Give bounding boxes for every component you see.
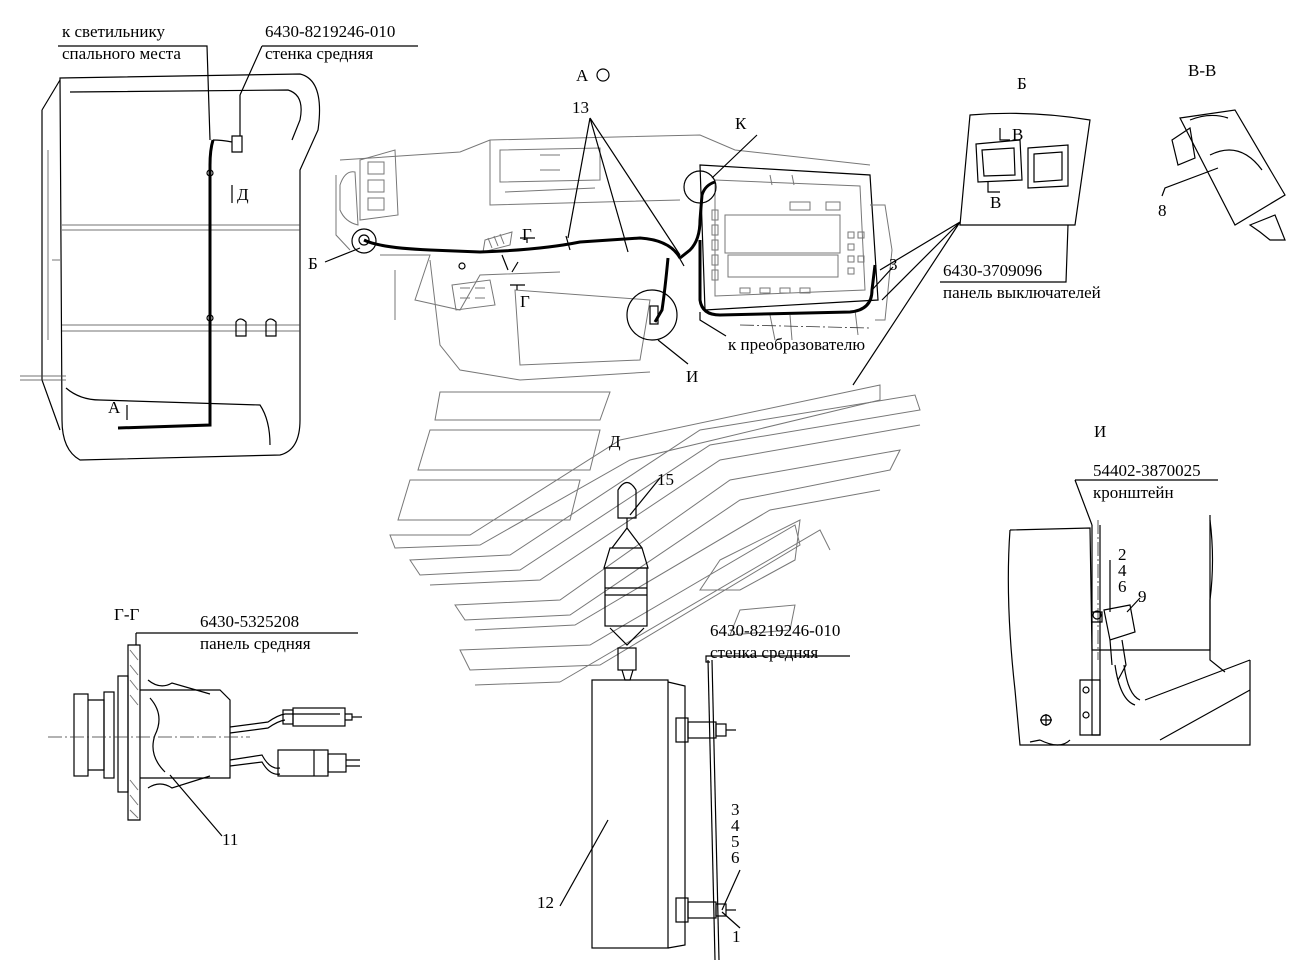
- label-callout-g-top: Г: [522, 225, 532, 244]
- label-callout-4-i: 4: [1118, 561, 1127, 580]
- label-switch-panel-name: панель выключателей: [943, 283, 1101, 302]
- label-callout-8: 8: [1158, 201, 1167, 220]
- label-callout-b-left: Б: [308, 254, 318, 273]
- label-wall-part-bottom: 6430-8219246-010: [710, 621, 840, 640]
- label-sleeper-light-2: спального места: [62, 44, 181, 63]
- label-bracket-part: 54402-3870025: [1093, 461, 1201, 480]
- label-bracket-name: кронштейн: [1093, 483, 1174, 502]
- label-view-b-title: Б: [1017, 74, 1027, 93]
- label-callout-3-d: 3: [731, 800, 740, 819]
- view-b-switch-panel: [852, 112, 1091, 386]
- label-view-a: А: [576, 66, 589, 85]
- label-callout-15: 15: [657, 470, 674, 489]
- label-sleeper-light-1: к светильнику: [62, 22, 166, 41]
- label-callout-5-d: 5: [731, 832, 740, 851]
- label-view-gg-title: Г-Г: [114, 605, 139, 624]
- view-d-converter: [389, 384, 921, 961]
- view-i-bracket: [1007, 479, 1251, 746]
- label-callout-12: 12: [537, 893, 554, 912]
- label-callout-9: 9: [1138, 587, 1147, 606]
- label-callout-4-d: 4: [731, 816, 740, 835]
- label-callout-v-top: В: [1012, 125, 1023, 144]
- label-callout-a-left: А: [108, 398, 121, 417]
- dashboard-view: [324, 68, 894, 381]
- label-callout-13: 13: [572, 98, 589, 117]
- label-to-converter: к преобразователю: [728, 335, 865, 354]
- label-switch-panel-part: 6430-3709096: [943, 261, 1042, 280]
- view-gg-socket-section: [48, 632, 362, 837]
- rear-wall-view: [20, 45, 418, 461]
- label-wall-name-bottom: стенка средняя: [710, 643, 818, 662]
- label-callout-2: 2: [1118, 545, 1127, 564]
- label-callout-d-left: Д: [237, 185, 249, 204]
- label-callout-3: 3: [889, 255, 898, 274]
- label-panel-name: панель средняя: [200, 634, 311, 653]
- label-view-d-title: Д: [609, 432, 621, 451]
- label-callout-v-bottom: В: [990, 193, 1001, 212]
- label-callout-11: 11: [222, 830, 238, 849]
- label-callout-1: 1: [732, 927, 741, 946]
- label-callout-k: К: [735, 114, 747, 133]
- labels: к светильнику спального места 6430-82192…: [62, 22, 1216, 946]
- label-wall-part-top: 6430-8219246-010: [265, 22, 395, 41]
- label-wall-name-top: стенка средняя: [265, 44, 373, 63]
- view-vv-switch-section: [1161, 109, 1286, 241]
- label-callout-g-bottom: Г: [520, 292, 530, 311]
- label-view-i-title: И: [1094, 422, 1106, 441]
- label-panel-part: 6430-5325208: [200, 612, 299, 631]
- label-callout-i: И: [686, 367, 698, 386]
- label-callout-6-i: 6: [1118, 577, 1127, 596]
- label-view-vv-title: В-В: [1188, 61, 1216, 80]
- label-callout-6-d: 6: [731, 848, 740, 867]
